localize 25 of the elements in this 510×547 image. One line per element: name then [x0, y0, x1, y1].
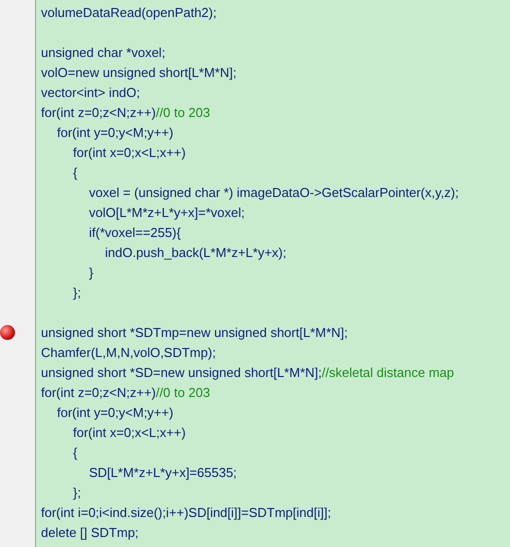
- code-line: for(int y=0;y<M;y++): [57, 404, 174, 422]
- code-line: unsigned short *SDTmp=new unsigned short[L*M*N];: [41, 324, 348, 342]
- code-line: for(int y=0;y<M;y++): [57, 124, 174, 142]
- code-line: for(int i=0;i<ind.size();i++)SD[ind[i]]=SDTmp[ind[i]];: [41, 504, 332, 522]
- code-line: for(int z=0;z<N;z++)//0 to 203: [41, 104, 210, 122]
- code-line: indO.push_back(L*M*z+L*y+x);: [105, 244, 286, 262]
- code-line: delete [] SDTmp;: [41, 524, 139, 542]
- code-line: {: [73, 444, 78, 462]
- code-line: };: [73, 284, 81, 302]
- code-line: SD[L*M*z+L*y+x]=65535;: [89, 464, 237, 482]
- code-line: Chamfer(L,M,N,volO,SDTmp);: [41, 344, 216, 362]
- code-line: volO=new unsigned short[L*M*N];: [41, 64, 236, 82]
- code-line: volO[L*M*z+L*y+x]=*voxel;: [89, 204, 245, 222]
- code-line: for(int x=0;x<L;x++): [73, 144, 186, 162]
- code-line: unsigned short *SD=new unsigned short[L*M*N];//skeletal distance map: [41, 364, 454, 382]
- code-line: vector<int> indO;: [41, 84, 140, 102]
- code-line: for(int x=0;x<L;x++): [73, 424, 186, 442]
- code-line: }: [89, 264, 94, 282]
- code-line: if(*voxel==255){: [89, 224, 181, 242]
- code-line: {: [73, 164, 78, 182]
- code-line: };: [73, 484, 81, 502]
- code-line: for(int z=0;z<N;z++)//0 to 203: [41, 384, 210, 402]
- code-line: volumeDataRead(openPath2);: [41, 4, 217, 22]
- code-line: voxel = (unsigned char *) imageDataO->GetScalarPointer(x,y,z);: [89, 184, 459, 202]
- code-line: unsigned char *voxel;: [41, 44, 166, 62]
